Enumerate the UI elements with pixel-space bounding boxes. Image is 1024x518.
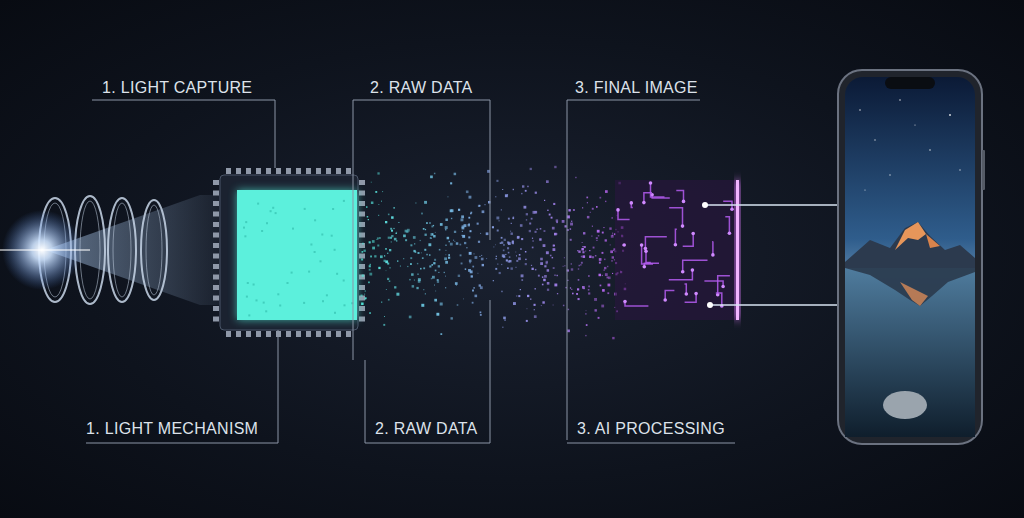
- image-sensor: [213, 168, 365, 337]
- ai-circuit: [615, 180, 740, 320]
- stage-label: 1. LIGHT MECHANISM: [86, 419, 258, 439]
- stage-label: 2. RAW DATA: [375, 419, 478, 439]
- node-dot: [702, 202, 708, 208]
- stage-label: 1. LIGHT CAPTURE: [102, 78, 252, 98]
- stage-label: 3. AI PROCESSING: [577, 419, 725, 439]
- stage-label: 3. FINAL IMAGE: [575, 78, 698, 98]
- flare-streak: [0, 249, 90, 251]
- smartphone: [838, 70, 985, 444]
- leader-lines: [86, 100, 735, 443]
- data-particles: [243, 166, 626, 339]
- stage-label: 2. RAW DATA: [370, 78, 473, 98]
- node-dot: [707, 302, 713, 308]
